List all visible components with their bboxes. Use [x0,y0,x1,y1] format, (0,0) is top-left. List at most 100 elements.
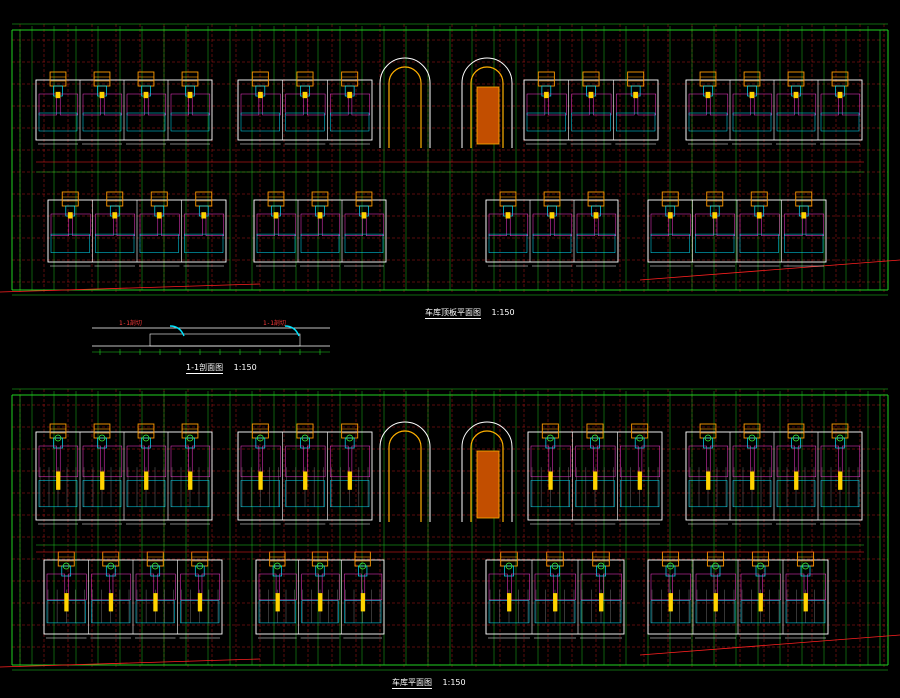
room-outline [184,233,224,253]
room-outline [191,445,211,478]
room-outline [709,93,729,116]
section-title: 1-1剖面图 [186,363,224,374]
room-outline [262,93,281,116]
room-outline [530,445,550,478]
column-infill [637,471,643,490]
elevator-core [300,437,310,449]
room-outline [135,573,155,601]
column-infill [187,91,193,99]
ramp-inner [470,66,504,148]
column-infill [55,91,61,99]
room-outline [511,573,530,601]
room-outline [732,445,751,478]
elevator-core [710,565,721,577]
tree-icon [256,434,264,442]
elevator-core [105,565,116,577]
room-outline [82,93,101,116]
room-outline [72,213,91,236]
room-outline [534,573,554,601]
room-outline [139,233,179,253]
room-outline [509,213,529,236]
room-outline [805,213,825,236]
column-infill [749,91,755,99]
room-outline [351,93,371,116]
room-outline [784,233,824,253]
lower-plan-title: 车库平面图 [392,678,432,689]
room-outline [38,112,78,132]
room-outline [488,233,528,253]
room-outline [50,213,70,236]
elevator-core [315,565,325,577]
elevator-core [53,437,63,449]
room-outline [170,112,210,132]
section-slab [149,333,301,347]
upper-plan-scale: 1:150 [491,308,515,317]
tree-icon [186,434,194,442]
column-infill [303,471,308,490]
room-outline [330,93,349,116]
column-infill [197,593,203,612]
room-outline [240,93,260,116]
column-infill [549,212,555,219]
column-infill [668,593,673,612]
room-outline [672,213,691,236]
tree-icon [98,434,106,442]
column-infill [548,471,553,490]
ramp-inner [388,430,422,522]
room-outline [103,445,123,478]
column-infill [705,91,711,99]
column-infill [838,471,843,490]
elevator-core [358,565,368,577]
column-infill [588,91,594,99]
room-outline [301,573,319,601]
room-outline [637,93,657,116]
room-outline [321,213,341,236]
room-outline [553,213,573,236]
column-infill [144,471,149,490]
room-outline [575,445,594,478]
column-infill [64,593,69,612]
elevator-core [185,437,195,449]
room-outline [557,573,576,601]
column-infill [750,471,755,490]
room-outline [807,573,826,601]
room-outline [170,445,189,478]
room-outline [761,213,780,236]
tree-icon [359,562,367,570]
column-infill [361,212,367,219]
room-outline [717,573,736,601]
tree-icon [712,562,719,570]
room-outline [532,213,551,236]
tree-icon [748,434,756,442]
column-infill [153,593,158,612]
upper-roof-plan [0,23,900,296]
column-infill [803,593,808,612]
room-outline [262,445,281,478]
room-outline [147,445,167,478]
section-drawing [92,325,330,355]
room-outline [285,445,304,478]
room-outline [753,445,773,478]
column-infill [347,471,353,490]
ramp-inner [470,430,504,522]
tree-icon [667,562,674,570]
room-outline [351,445,371,478]
site-boundary-line [0,283,261,293]
column-infill [553,593,558,612]
room-outline [157,573,176,601]
tree-icon [505,562,513,570]
room-outline [258,573,277,601]
room-outline [695,573,715,601]
column-infill [593,471,598,490]
section-tag-left: 1-1剖切 [119,320,142,327]
room-outline [841,445,861,478]
room-outline [147,93,167,116]
room-outline [161,213,180,236]
tree-icon [62,562,70,570]
room-outline [82,112,122,132]
column-infill [756,212,762,219]
column-infill [317,212,323,219]
site-boundary-line [639,634,900,656]
room-outline [279,573,297,601]
